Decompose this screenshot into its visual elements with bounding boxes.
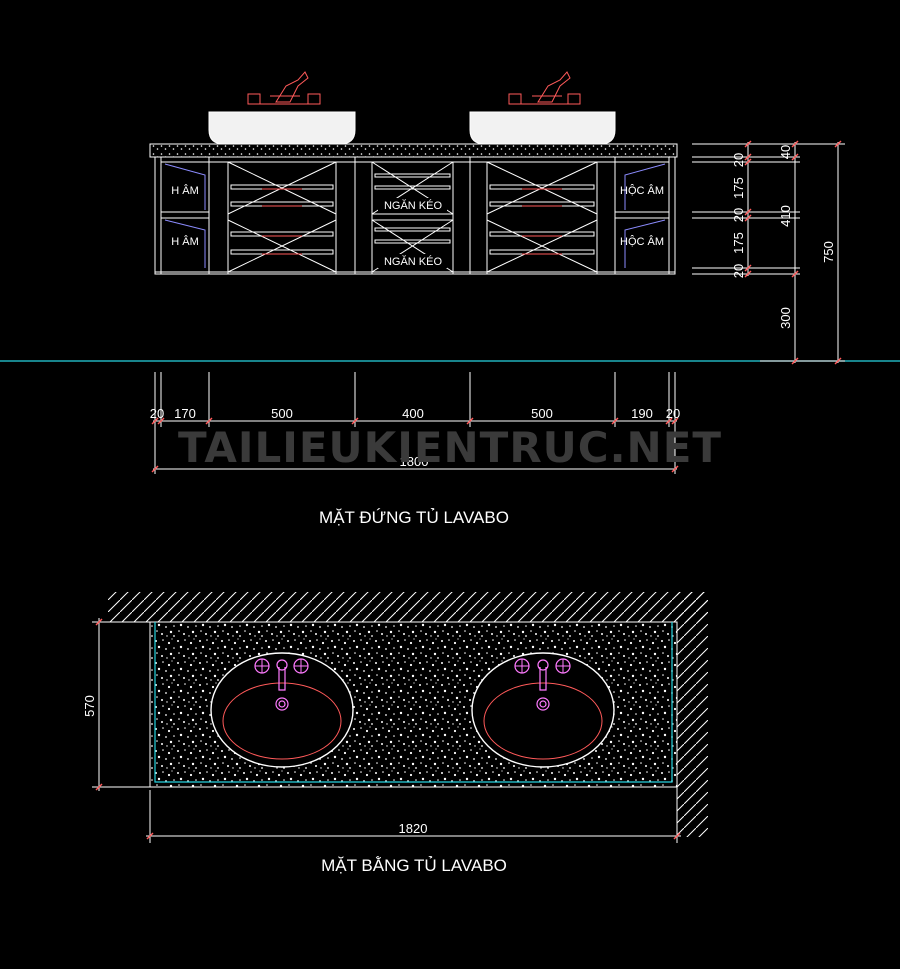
- dim-total-height: 750: [821, 241, 836, 263]
- right-bottom-label: HỘC ÂM: [620, 235, 664, 248]
- basin-left-elevation: [208, 71, 356, 145]
- dim-h-6: 190: [631, 406, 653, 421]
- center-bottom-label: NGĂN KÉO: [384, 255, 443, 268]
- watermark-text: TAILIEUKIENTRUC.NET: [178, 423, 722, 472]
- dim-v-sub: 410: [778, 205, 793, 227]
- elevation-title: MẶT ĐỨNG TỦ LAVABO: [319, 508, 509, 527]
- wall-hatch-top: [108, 592, 708, 622]
- dim-v-3: 175: [731, 177, 746, 199]
- plan-depth-dimension: 570: [82, 618, 150, 791]
- dim-v-2: 20: [731, 153, 746, 167]
- dim-plan-width: 1820: [399, 821, 428, 836]
- dim-v-6: 20: [731, 264, 746, 278]
- horizontal-dimensions: 20 170 500 400 500 190 20 1800: [150, 372, 680, 474]
- left-top-label: H ÂM: [171, 184, 199, 197]
- dim-h-4: 400: [402, 406, 424, 421]
- dim-plan-depth: 570: [82, 695, 97, 717]
- dim-h-1: 20: [150, 406, 164, 421]
- plan-width-dimension: 1820: [146, 790, 681, 843]
- dim-v-1: 40: [778, 145, 793, 159]
- dim-h-7: 20: [666, 406, 680, 421]
- dim-h-3: 500: [271, 406, 293, 421]
- elevation-view: H ÂM H ÂM NGĂN KÉO NGĂN KÉO HỘC ÂM HỘC Â…: [0, 71, 900, 527]
- plan-view: 570 1820 MẶT BẰNG TỦ LAVABO: [82, 592, 708, 875]
- dim-h-2: 170: [174, 406, 196, 421]
- wall-hatch-right: [677, 592, 708, 837]
- plan-title: MẶT BẰNG TỦ LAVABO: [321, 856, 507, 875]
- dim-total-width: 1800: [400, 454, 429, 469]
- dim-v-5: 175: [731, 232, 746, 254]
- left-bottom-label: H ÂM: [171, 235, 199, 248]
- dim-v-7: 300: [778, 307, 793, 329]
- cabinet-body: [154, 156, 676, 275]
- basin-right-plan: [471, 652, 615, 768]
- drawer-fronts: [230, 173, 595, 255]
- center-top-label: NGĂN KÉO: [384, 199, 443, 212]
- countertop-elevation: [149, 143, 678, 158]
- vertical-dimensions: 40 20 175 20 175 20 300 410 750: [692, 140, 845, 365]
- right-top-label: HỘC ÂM: [620, 184, 664, 197]
- dim-v-4: 20: [731, 208, 746, 222]
- basin-right-elevation: [469, 71, 616, 145]
- dim-h-5: 500: [531, 406, 553, 421]
- basin-left-plan: [210, 652, 354, 768]
